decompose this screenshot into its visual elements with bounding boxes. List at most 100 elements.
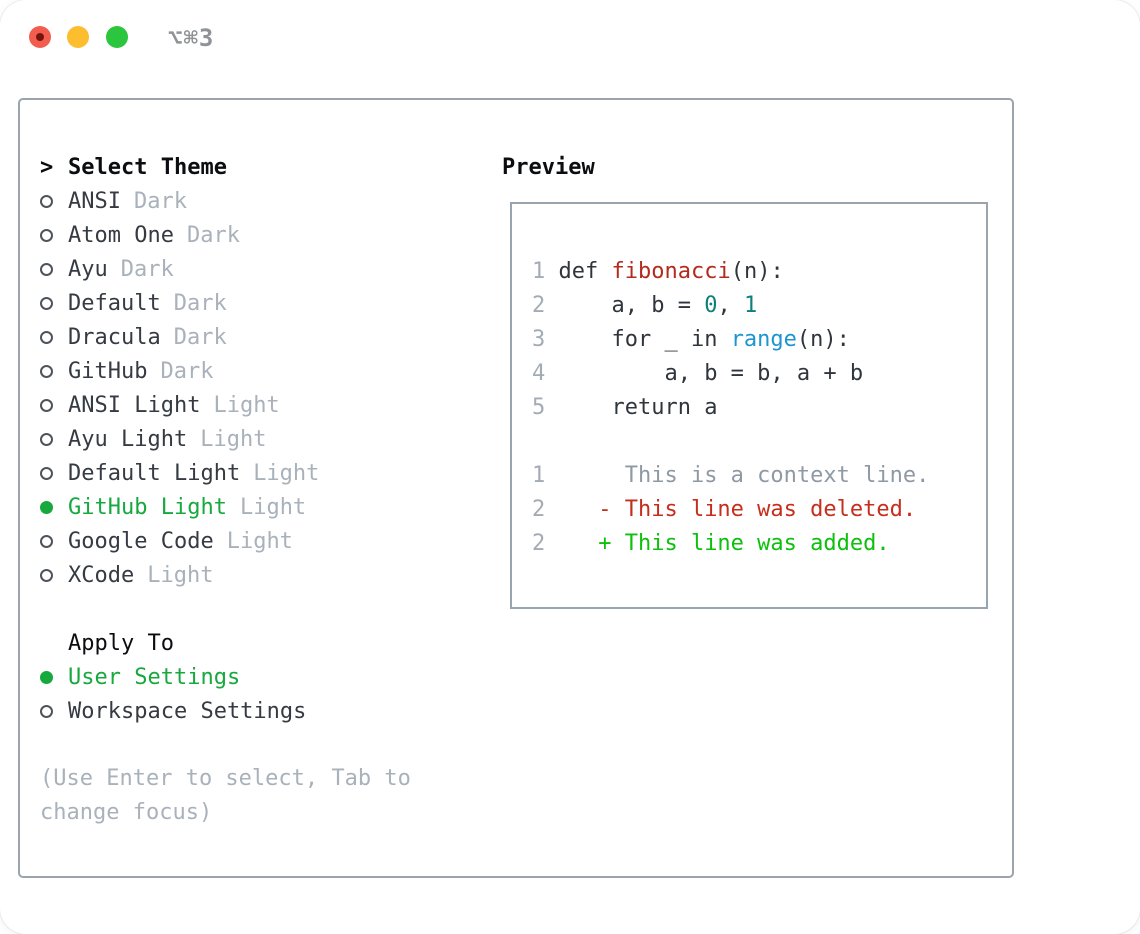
diff-text: This is a context line. xyxy=(545,463,930,488)
theme-variant-badge: Dark xyxy=(160,358,214,384)
theme-option-default[interactable]: Default Dark xyxy=(40,286,470,320)
theme-variant-badge: Light xyxy=(226,528,293,554)
theme-variant-badge: Light xyxy=(239,494,307,520)
radio-icon xyxy=(40,330,68,344)
theme-variant-badge: Light xyxy=(200,426,267,452)
theme-option-atom-one[interactable]: Atom One Dark xyxy=(40,218,470,252)
zoom-button[interactable] xyxy=(106,26,128,48)
radio-icon xyxy=(40,534,68,548)
line-number: 1 xyxy=(532,259,546,284)
theme-name: Default xyxy=(68,290,161,316)
line-number: 2 xyxy=(532,497,546,522)
radio-icon xyxy=(40,500,68,514)
spacer xyxy=(40,592,470,626)
diff-line-context: 1 This is a context line. xyxy=(532,459,976,493)
close-button[interactable] xyxy=(29,26,51,48)
code-token-number: 0 xyxy=(704,293,718,318)
theme-name: ANSI Light xyxy=(68,392,201,418)
theme-variant-badge: Light xyxy=(213,392,280,418)
prompt-arrow-icon: > xyxy=(40,154,54,180)
code-line: 1 def fibonacci(n): xyxy=(532,255,976,289)
radio-icon xyxy=(40,364,68,378)
line-number: 2 xyxy=(532,293,546,318)
theme-name: ANSI xyxy=(68,188,121,214)
theme-name: Dracula xyxy=(68,324,161,350)
theme-option-xcode[interactable]: XCode Light xyxy=(40,558,470,592)
code-line: 2 a, b = 0, 1 xyxy=(532,289,976,323)
spacer xyxy=(40,728,470,762)
radio-icon xyxy=(40,432,68,446)
line-number: 1 xyxy=(532,463,546,488)
titlebar: ⌥⌘3 xyxy=(0,0,1140,74)
unsaved-dot-icon xyxy=(36,33,44,41)
theme-variant-badge: Dark xyxy=(133,188,187,214)
window-title: ⌥⌘3 xyxy=(168,24,215,52)
radio-icon xyxy=(40,228,68,242)
code-token-plain: , xyxy=(717,293,744,318)
diff-lines: 1 This is a context line.2 - This line w… xyxy=(532,459,976,561)
radio-icon xyxy=(40,398,68,412)
line-number: 2 xyxy=(532,531,546,556)
code-token-plain: a, b = b, a + b xyxy=(558,361,864,386)
line-number: 4 xyxy=(532,361,546,386)
theme-variant-badge: Dark xyxy=(173,290,227,316)
radio-icon xyxy=(40,704,68,718)
theme-name: Ayu Light xyxy=(68,426,188,452)
radio-icon xyxy=(40,568,68,582)
code-token-plain: (n): xyxy=(796,327,850,352)
theme-variant-badge: Light xyxy=(147,562,214,588)
theme-name: Atom One xyxy=(68,222,174,248)
apply-option-label: User Settings xyxy=(68,664,241,690)
apply-option-workspace-settings[interactable]: Workspace Settings xyxy=(40,694,470,728)
theme-variant-badge: Dark xyxy=(173,324,227,350)
minimize-button[interactable] xyxy=(67,26,89,48)
theme-option-github[interactable]: GitHub Dark xyxy=(40,354,470,388)
select-theme-header: > Select Theme xyxy=(40,150,470,184)
code-token-plain: return a xyxy=(558,395,718,420)
select-theme-header-label: Select Theme xyxy=(68,154,227,180)
theme-name: GitHub xyxy=(68,358,148,384)
theme-variant-badge: Dark xyxy=(186,222,240,248)
code-token-number: 1 xyxy=(743,293,758,318)
blank-line xyxy=(532,425,976,459)
diff-text: - This line was deleted. xyxy=(545,497,917,522)
diff-line-deleted: 2 - This line was deleted. xyxy=(532,493,976,527)
apply-option-user-settings[interactable]: User Settings xyxy=(40,660,470,694)
diff-line-added: 2 + This line was added. xyxy=(532,527,976,561)
line-number: 3 xyxy=(532,327,546,352)
theme-name: Google Code xyxy=(68,528,214,554)
code-line: 3 for _ in range(n): xyxy=(532,323,976,357)
code-token-builtin: range xyxy=(730,327,797,352)
theme-option-google-code[interactable]: Google Code Light xyxy=(40,524,470,558)
apply-to-header-label: Apply To xyxy=(68,630,174,656)
theme-variant-badge: Light xyxy=(253,460,320,486)
theme-name: Ayu xyxy=(68,256,108,282)
theme-variant-badge: Dark xyxy=(120,256,174,282)
preview-header: Preview xyxy=(502,154,595,180)
code-token-plain: (n): xyxy=(730,259,784,284)
theme-option-ansi-light[interactable]: ANSI Light Light xyxy=(40,388,470,422)
theme-option-dracula[interactable]: Dracula Dark xyxy=(40,320,470,354)
radio-icon xyxy=(40,670,68,684)
theme-option-default-light[interactable]: Default Light Light xyxy=(40,456,470,490)
theme-option-ansi[interactable]: ANSI Dark xyxy=(40,184,470,218)
theme-name: Default Light xyxy=(68,460,241,486)
line-number: 5 xyxy=(532,395,546,420)
radio-icon xyxy=(40,296,68,310)
apply-to-header: Apply To xyxy=(40,626,470,660)
theme-option-github-light[interactable]: GitHub Light Light xyxy=(40,490,470,524)
theme-option-ayu[interactable]: Ayu Dark xyxy=(40,252,470,286)
code-line: 4 a, b = b, a + b xyxy=(532,357,976,391)
theme-name: XCode xyxy=(68,562,135,588)
theme-name: GitHub Light xyxy=(68,494,227,520)
theme-option-ayu-light[interactable]: Ayu Light Light xyxy=(40,422,470,456)
apply-option-label: Workspace Settings xyxy=(68,698,307,724)
radio-icon xyxy=(40,466,68,480)
